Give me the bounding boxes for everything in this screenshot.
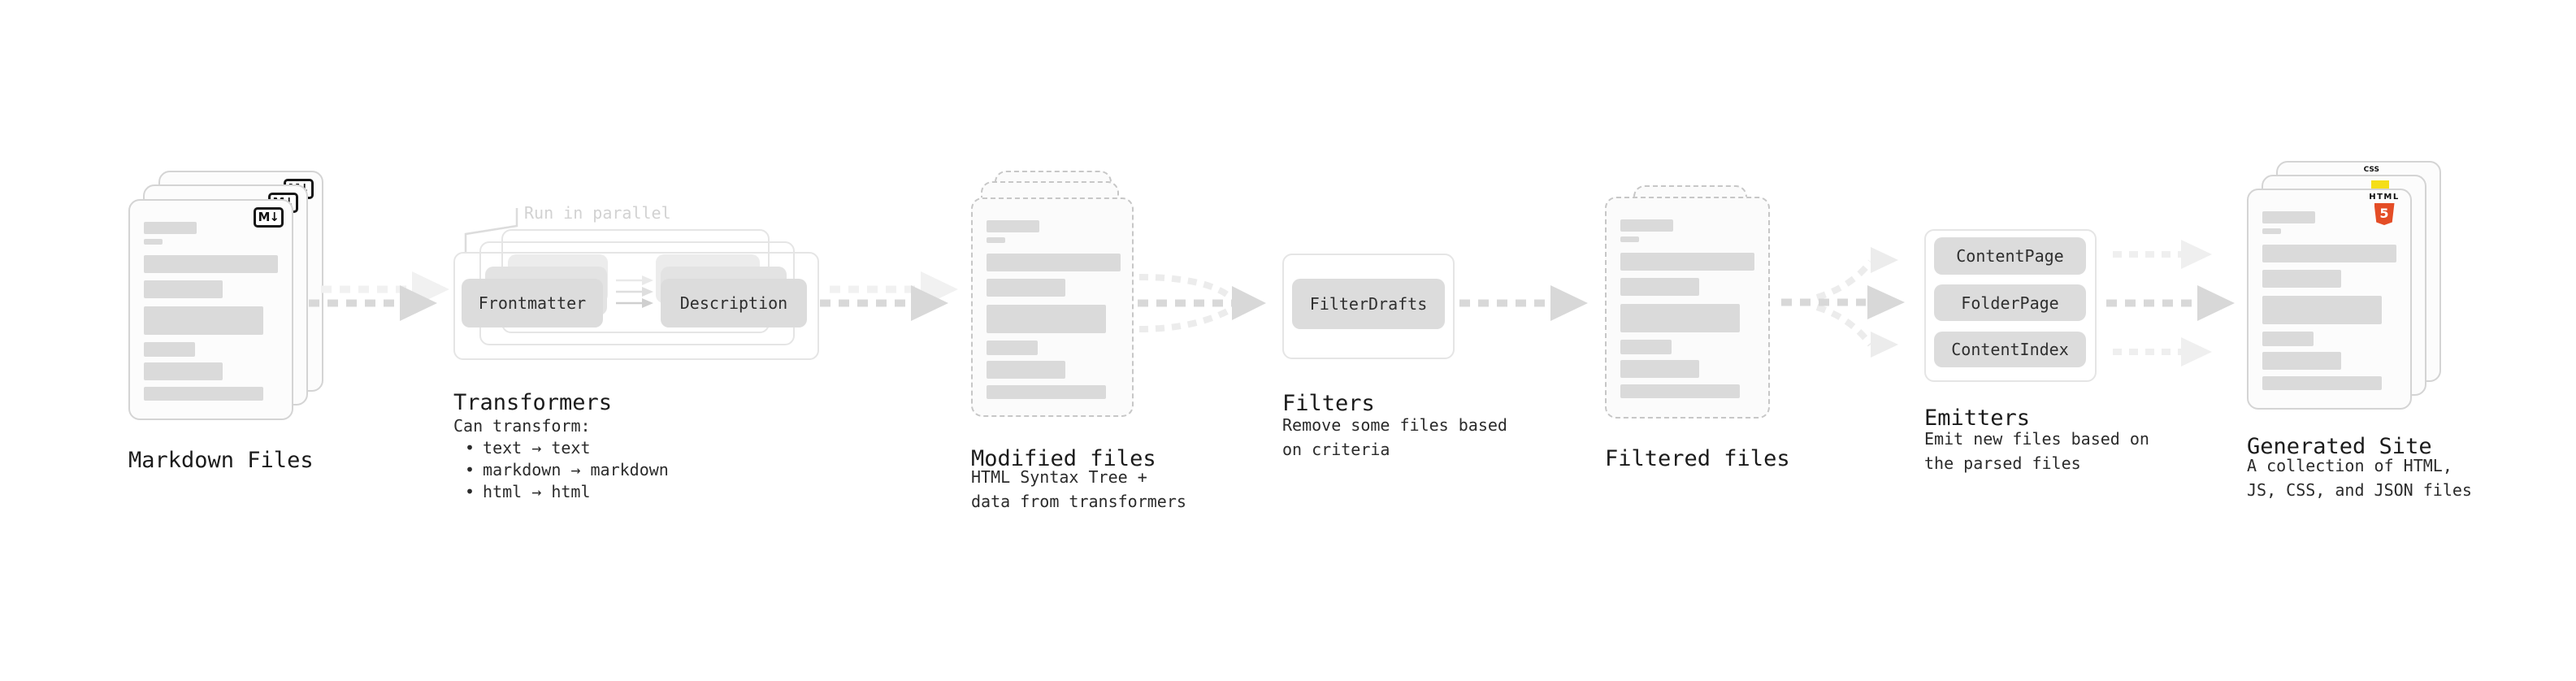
arrow-markdown-to-transformers: [309, 285, 437, 321]
text-line-bar: [2262, 376, 2382, 390]
arrow-transformers-to-modified: [820, 285, 948, 321]
note-connector-line: [464, 208, 518, 254]
emitters-frame: [1924, 229, 2097, 382]
generated-site-description: A collection of HTML, JS, CSS, and JSON …: [2247, 456, 2472, 500]
transformers-description: Can transform: •text → text •markdown → …: [453, 415, 669, 503]
run-in-parallel-note: Run in parallel: [524, 203, 671, 223]
stage-title-transformers: Transformers: [453, 390, 613, 416]
text-line-bar: [2262, 296, 2382, 324]
text-line-bar: [144, 362, 223, 380]
arrow-contentpage-to-site: [2113, 240, 2212, 269]
doc-text-lines: [130, 201, 292, 401]
text-line-bar: [144, 222, 197, 234]
text-line-bar: [987, 279, 1065, 297]
text-line-bar: [1620, 384, 1740, 398]
stage-title-filtered-files: Filtered files: [1605, 446, 1790, 472]
stage-markdown-files: M↓ M↓ M↓ Markdown Files: [128, 171, 340, 496]
transformer-node-frontmatter: Frontmatter: [462, 279, 603, 327]
markdown-file-front: M↓: [128, 199, 293, 420]
stage-transformers: Run in parallel Frontmatter Description …: [453, 203, 835, 512]
text-line-bar: [987, 385, 1106, 399]
doc-text-lines: [973, 199, 1132, 399]
markdown-icon: M↓: [253, 207, 284, 228]
arrow-filters-to-filtered: [1459, 285, 1588, 321]
emitter-node-folderpage: FolderPage: [1934, 284, 2086, 321]
text-line-bar: [2262, 332, 2314, 346]
doc-text-lines: [2249, 190, 2410, 390]
text-line-bar: [1620, 236, 1639, 242]
arrow-fanout-filtered-to-emitters: [1781, 247, 1905, 358]
stage-title-modified-files: Modified files: [971, 446, 1156, 472]
stage-filtered-files: Filtered files: [1605, 185, 1792, 478]
mini-arrow: [616, 287, 653, 297]
bullet-item: •text → text: [465, 438, 591, 458]
text-line-bar: [144, 239, 163, 245]
stage-emitters: ContentPage FolderPage ContentIndex Emit…: [1924, 229, 2168, 497]
text-line-bar: [144, 342, 195, 357]
stage-title-generated-site: Generated Site: [2247, 434, 2432, 460]
filters-frame: [1282, 254, 1455, 359]
filtered-file-front: [1605, 197, 1770, 419]
text-line-bar: [144, 280, 223, 298]
stage-generated-site: CSS HTML 5 Generated Site A collection o…: [2247, 161, 2472, 510]
text-line-bar: [1620, 278, 1699, 296]
filter-node-filterdrafts: FilterDrafts: [1292, 279, 1445, 329]
bullet-item: •html → html: [465, 482, 591, 501]
arrow-fanin-modified-to-filters: [1138, 274, 1266, 332]
mini-arrow: [616, 275, 653, 285]
emitter-node-contentpage: ContentPage: [1934, 237, 2086, 275]
text-line-bar: [987, 220, 1039, 232]
stage-filters: FilterDrafts Filters Remove some files b…: [1282, 254, 1526, 497]
emitters-description: Emit new files based on the parsed files: [1924, 429, 2149, 473]
can-transform-label: Can transform:: [453, 416, 591, 436]
text-line-bar: [987, 340, 1038, 355]
emitter-node-contentindex: ContentIndex: [1934, 332, 2086, 367]
transformer-frame-front: [453, 252, 819, 360]
site-file-html: HTML 5: [2247, 189, 2412, 410]
stage-title-markdown-files: Markdown Files: [128, 448, 314, 474]
text-line-bar: [1620, 340, 1672, 354]
transformer-node-description: Description: [661, 279, 807, 327]
text-line-bar: [2262, 228, 2281, 234]
text-line-bar: [1620, 304, 1740, 332]
bullet-item: •markdown → markdown: [465, 460, 669, 479]
text-line-bar: [1620, 360, 1699, 378]
text-line-bar: [1620, 219, 1673, 232]
text-line-bar: [2262, 211, 2315, 223]
text-line-bar: [144, 306, 263, 335]
html5-icon: HTML 5: [2368, 193, 2400, 225]
text-line-bar: [987, 254, 1121, 271]
stage-title-filters: Filters: [1282, 391, 1375, 417]
filters-description: Remove some files based on criteria: [1282, 415, 1507, 459]
mini-arrow: [616, 298, 653, 308]
arrow-contentindex-to-site: [2113, 337, 2212, 367]
text-line-bar: [144, 255, 278, 273]
text-line-bar: [144, 387, 263, 401]
text-line-bar: [987, 237, 1005, 243]
text-line-bar: [987, 361, 1065, 379]
text-line-bar: [987, 305, 1106, 333]
js-icon: [2371, 180, 2389, 189]
arrow-folderpage-to-site: [2106, 285, 2235, 321]
text-line-bar: [1620, 253, 1754, 271]
stage-title-emitters: Emitters: [1924, 406, 2031, 432]
text-line-bar: [2262, 352, 2341, 370]
modified-files-description: HTML Syntax Tree + data from transformer…: [971, 467, 1186, 511]
doc-text-lines: [1607, 198, 1768, 398]
text-line-bar: [2262, 270, 2341, 288]
modified-file-front: [971, 197, 1134, 417]
text-line-bar: [2262, 245, 2396, 262]
stage-modified-files: Modified files HTML Syntax Tree + data f…: [971, 171, 1186, 512]
